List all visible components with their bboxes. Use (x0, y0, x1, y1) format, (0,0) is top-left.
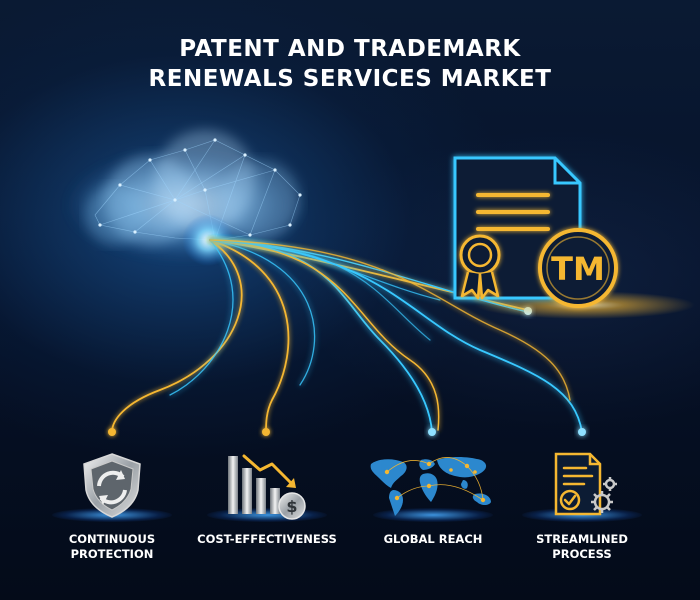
connection-lines (111, 239, 583, 433)
feature-label: COST-EFFECTIVENESS (197, 532, 337, 546)
trademark-symbol-text: TM (551, 250, 605, 288)
trademark-certificate-icon: TM (453, 156, 695, 319)
feature-label: GLOBAL REACH (383, 532, 483, 546)
feature-streamlined-process: STREAMLINED PROCESS (497, 440, 667, 590)
feature-cost-effectiveness: $ COST-EFFECTIVENESS (182, 440, 352, 590)
title-line-1: PATENT AND TRADEMARK (179, 36, 521, 62)
feature-label: CONTINUOUS PROTECTION (68, 532, 156, 561)
document-gears-icon (554, 452, 617, 516)
line-endpoints (108, 307, 586, 436)
svg-text:$: $ (286, 497, 297, 516)
shield-renewal-icon (83, 453, 141, 518)
world-map-icon (370, 457, 491, 516)
page-title: PATENT AND TRADEMARK RENEWALS SERVICES M… (0, 34, 700, 94)
feature-global-reach: GLOBAL REACH (348, 440, 518, 590)
feature-label: STREAMLINED PROCESS (536, 532, 628, 561)
bar-chart-dollar-icon: $ (228, 454, 306, 520)
network-cloud-icon (65, 130, 305, 266)
title-line-2: RENEWALS SERVICES MARKET (148, 66, 552, 92)
feature-continuous-protection: CONTINUOUS PROTECTION (27, 440, 197, 590)
